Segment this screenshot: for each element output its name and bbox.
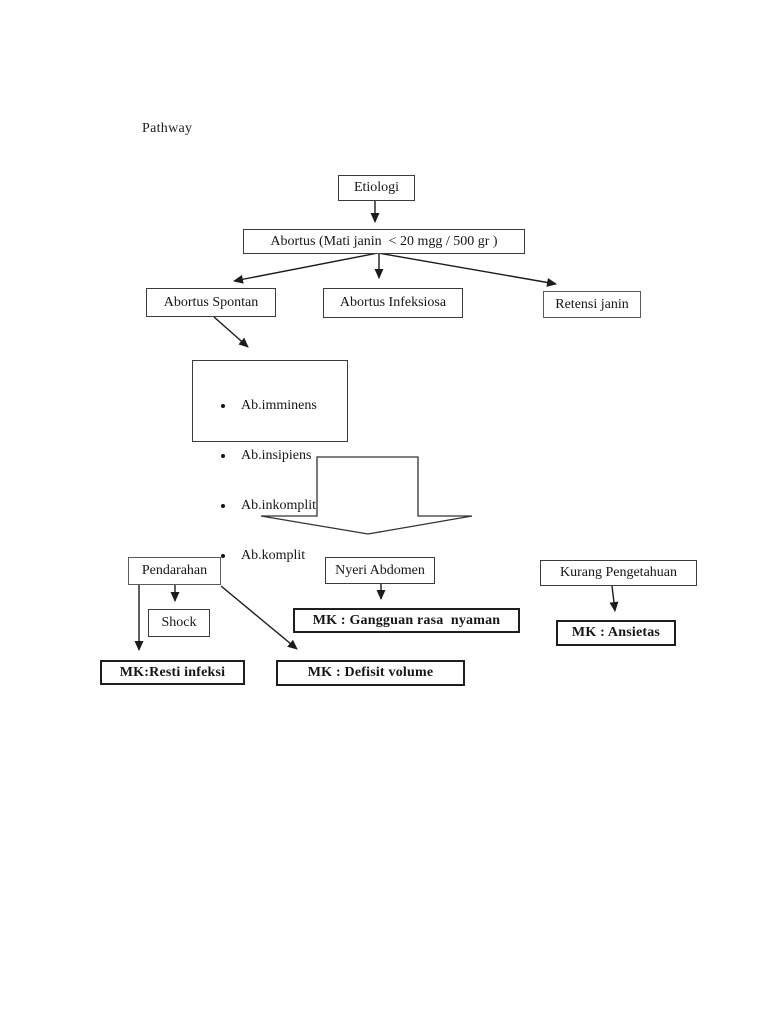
node-abortus-spontan: Abortus Spontan (146, 288, 276, 317)
block-down-arrow (260, 456, 473, 535)
abortus-types-list: Ab.imminens Ab.insipiens Ab.inkomplit Ab… (193, 367, 317, 598)
node-nyeri-abdomen: Nyeri Abdomen (325, 557, 435, 584)
node-pendarahan: Pendarahan (128, 557, 221, 585)
node-retensi-janin: Retensi janin (543, 291, 641, 318)
list-item: Ab.insipiens (235, 448, 317, 463)
list-item: Ab.komplit (235, 548, 317, 563)
node-shock: Shock (148, 609, 210, 637)
arrow-spontan-types (213, 316, 249, 348)
node-abortus: Abortus (Mati janin < 20 mgg / 500 gr ) (243, 229, 525, 254)
node-mk-defisit-volume: MK : Defisit volume (276, 660, 465, 686)
arrow-kurang-ansietas (609, 585, 619, 612)
list-item: Ab.imminens (235, 398, 317, 413)
node-kurang-pengetahuan: Kurang Pengetahuan (540, 560, 697, 586)
arrow-pendarahan-defisit (220, 585, 298, 650)
node-abortus-types: Ab.imminens Ab.insipiens Ab.inkomplit Ab… (192, 360, 348, 563)
page-title: Pathway (142, 121, 193, 136)
node-mk-resti-infeksi: MK:Resti infeksi (100, 660, 245, 685)
node-abortus-infeksiosa: Abortus Infeksiosa (323, 288, 463, 318)
node-mk-gangguan-rasa-nyaman: MK : Gangguan rasa nyaman (293, 608, 520, 633)
list-item: Ab.inkomplit (235, 498, 317, 513)
node-etiologi: Etiologi (338, 175, 415, 201)
arrow-abortus-spontan (233, 252, 379, 284)
arrow-abortus-retensi (377, 252, 557, 287)
node-mk-ansietas: MK : Ansietas (556, 620, 676, 646)
